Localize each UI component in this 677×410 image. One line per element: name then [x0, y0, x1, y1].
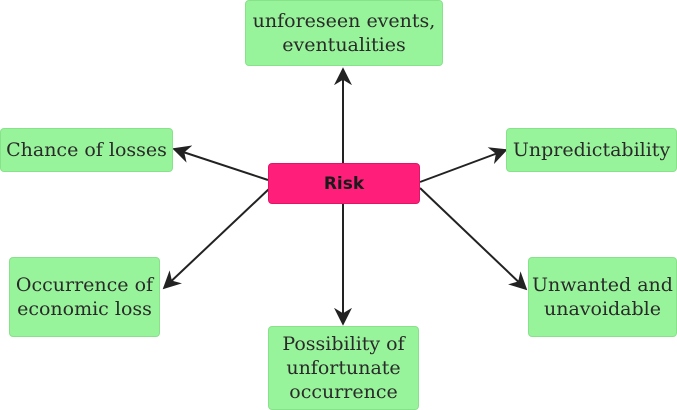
arrow-to-right: [419, 147, 508, 183]
node-bottom-left: Occurrence of economic loss: [9, 257, 160, 337]
node-bottom: Possibility of unfortunate occurrence: [268, 326, 419, 410]
node-right: Unpredictability: [506, 128, 677, 172]
center-node-label: Risk: [323, 173, 365, 194]
arrow-to-bottom-right: [419, 187, 528, 291]
node-bottom-label: Possibility of unfortunate occurrence: [282, 333, 405, 403]
arrow-to-bottom-left: [162, 187, 271, 290]
node-left: Chance of losses: [0, 128, 173, 172]
node-left-label: Chance of losses: [6, 139, 167, 161]
node-bottom-left-label: Occurrence of economic loss: [15, 274, 154, 320]
node-right-label: Unpredictability: [512, 139, 671, 161]
node-bottom-right: Unwanted and unavoidable: [528, 257, 677, 337]
node-top: unforeseen events, eventualities: [245, 0, 443, 66]
node-bottom-right-label: Unwanted and unavoidable: [532, 274, 673, 320]
arrow-to-left: [172, 145, 269, 181]
center-node-risk: Risk: [268, 163, 420, 204]
node-top-label: unforeseen events, eventualities: [252, 10, 436, 56]
